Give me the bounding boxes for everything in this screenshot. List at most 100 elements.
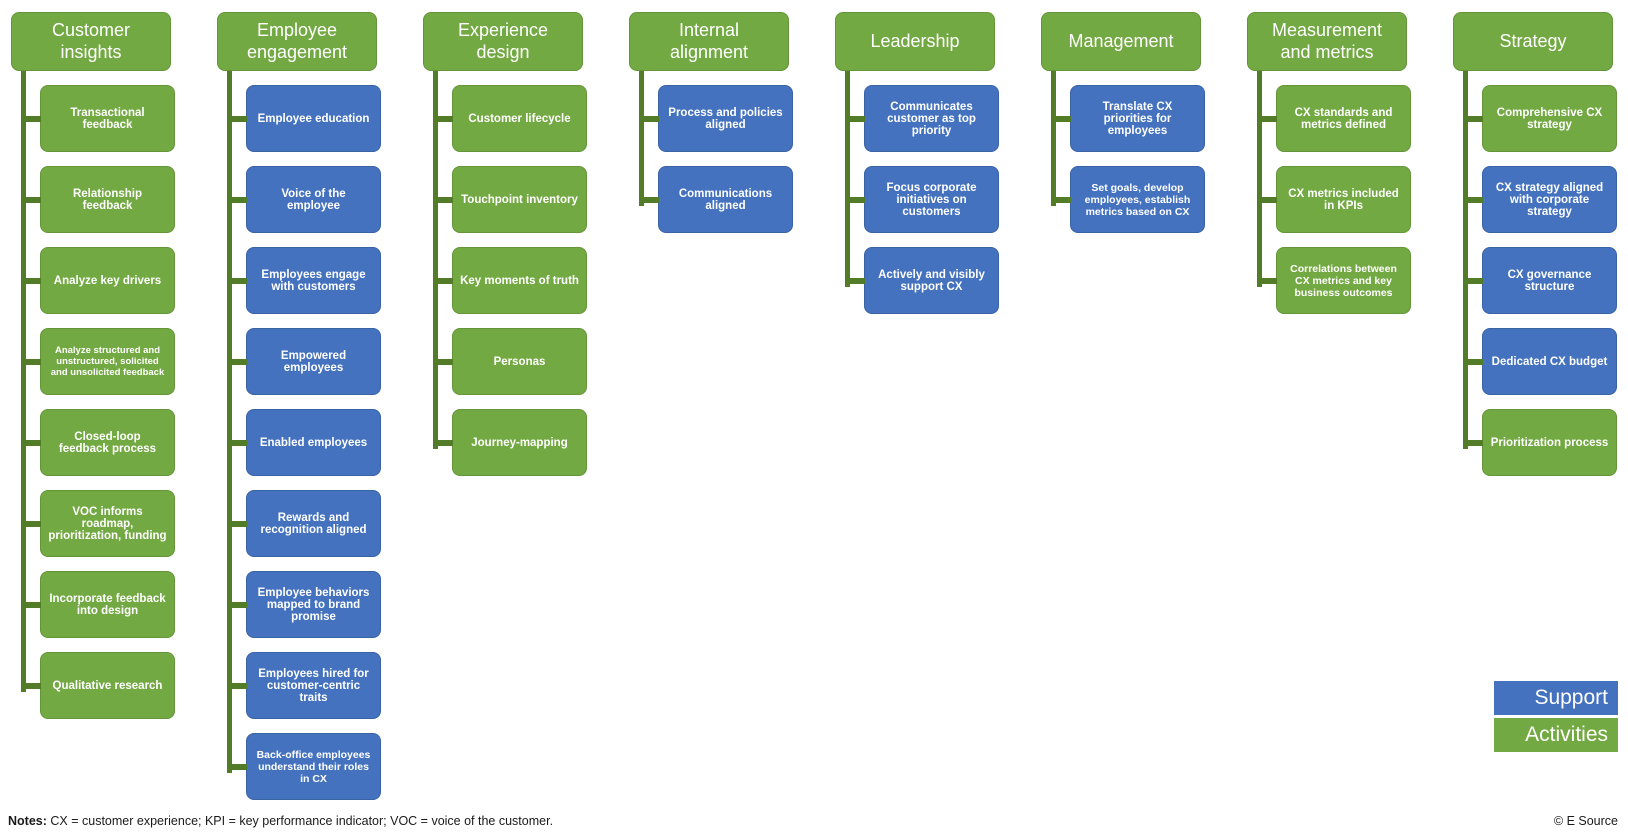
column-header: Leadership — [835, 12, 995, 71]
child-node-label: Employee behaviors mapped to brand promi… — [257, 586, 370, 623]
connector-stub — [434, 196, 453, 203]
child-node-label: Back-office employees understand their r… — [256, 748, 371, 785]
connector-stub — [228, 520, 247, 527]
column-header: Strategy — [1453, 12, 1613, 71]
legend-item-support: Support — [1494, 681, 1618, 715]
child-node-label: Transactional feedback — [70, 106, 145, 131]
child-node: Employees hired for customer-centric tra… — [228, 652, 381, 719]
child-node: Translate CX priorities for employees — [1052, 85, 1205, 152]
child-node: Communications aligned — [640, 166, 793, 233]
child-node: Analyze structured and unstructured, sol… — [22, 328, 175, 395]
child-node-label: CX metrics included in KPIs — [1288, 187, 1399, 212]
connector-stub — [228, 601, 247, 608]
child-node: Set goals, develop employees, establish … — [1052, 166, 1205, 233]
child-node-label: Key moments of truth — [460, 274, 579, 287]
child-node: Actively and visibly support CX — [846, 247, 999, 314]
connector-stub — [640, 196, 659, 203]
copyright-text: © E Source — [1553, 814, 1618, 828]
connector-stub — [1258, 277, 1277, 284]
child-node-label: Employee education — [257, 112, 370, 125]
column-header: Employee engagement — [217, 12, 377, 71]
connector-stub — [1258, 115, 1277, 122]
child-node-label: Employees hired for customer-centric tra… — [258, 667, 369, 704]
child-node: Analyze key drivers — [22, 247, 175, 314]
child-node-label: Enabled employees — [259, 436, 368, 449]
child-node: Comprehensive CX strategy — [1464, 85, 1617, 152]
connector-line — [227, 71, 232, 773]
connector-stub — [228, 358, 247, 365]
connector-stub — [22, 520, 41, 527]
child-node: CX standards and metrics defined — [1258, 85, 1411, 152]
child-node: Touchpoint inventory — [434, 166, 587, 233]
diagram-column: Strategy Comprehensive CX strategy CX st… — [1453, 12, 1617, 800]
child-node: Personas — [434, 328, 587, 395]
diagram-column: Leadership Communicates customer as top … — [835, 12, 999, 800]
connector-stub — [22, 115, 41, 122]
connector-stub — [1464, 115, 1483, 122]
connector-stub — [1464, 358, 1483, 365]
child-node-label: CX strategy aligned with corporate strat… — [1495, 181, 1604, 218]
notes-label: Notes: — [8, 814, 47, 828]
connector-stub — [22, 682, 41, 689]
child-node: Journey-mapping — [434, 409, 587, 476]
child-node: Dedicated CX budget — [1464, 328, 1617, 395]
connector-line — [21, 71, 26, 692]
child-node-label: Journey-mapping — [471, 436, 568, 449]
diagram-column: Measurement and metrics CX standards and… — [1247, 12, 1411, 800]
child-node-label: Prioritization process — [1490, 436, 1609, 449]
connector-stub — [1464, 196, 1483, 203]
diagram-column: Customer insights Transactional feedback… — [11, 12, 175, 800]
notes-text: Notes: CX = customer experience; KPI = k… — [8, 814, 553, 828]
child-node-label: CX standards and metrics defined — [1294, 106, 1393, 131]
child-node-label: CX governance structure — [1507, 268, 1592, 293]
child-node: Prioritization process — [1464, 409, 1617, 476]
connector-stub — [228, 196, 247, 203]
child-node-label: Employees engage with customers — [261, 268, 366, 293]
connector-stub — [22, 358, 41, 365]
child-node: Enabled employees — [228, 409, 381, 476]
child-node: Relationship feedback — [22, 166, 175, 233]
connector-stub — [434, 277, 453, 284]
connector-stub — [1052, 115, 1071, 122]
child-node-label: Voice of the employee — [281, 187, 346, 212]
child-node-label: Process and policies aligned — [668, 106, 783, 131]
connector-stub — [434, 115, 453, 122]
child-node-label: Analyze key drivers — [53, 274, 162, 287]
child-node-label: VOC informs roadmap, prioritization, fun… — [48, 505, 167, 542]
child-node-label: Communications aligned — [678, 187, 773, 212]
connector-stub — [1258, 196, 1277, 203]
connector-line — [1051, 71, 1056, 206]
child-node-label: Touchpoint inventory — [461, 193, 578, 206]
cx-hierarchy-diagram: Customer insights Transactional feedback… — [11, 12, 1617, 800]
connector-stub — [434, 358, 453, 365]
child-node-label: Empowered employees — [280, 349, 347, 374]
child-node: CX strategy aligned with corporate strat… — [1464, 166, 1617, 233]
child-node: Closed-loop feedback process — [22, 409, 175, 476]
child-node: Qualitative research — [22, 652, 175, 719]
connector-stub — [22, 277, 41, 284]
diagram-column: Internal alignment Process and policies … — [629, 12, 793, 800]
child-node: Employee education — [228, 85, 381, 152]
child-node-label: Incorporate feedback into design — [49, 592, 166, 617]
connector-line — [1257, 71, 1262, 287]
footer: Notes: CX = customer experience; KPI = k… — [8, 814, 1618, 828]
child-node-label: Customer lifecycle — [468, 112, 571, 125]
connector-stub — [846, 196, 865, 203]
child-node-label: Closed-loop feedback process — [58, 430, 157, 455]
child-node: Customer lifecycle — [434, 85, 587, 152]
child-node: Process and policies aligned — [640, 85, 793, 152]
child-node-label: Dedicated CX budget — [1491, 355, 1608, 368]
column-header: Internal alignment — [629, 12, 789, 71]
child-node-label: Comprehensive CX strategy — [1496, 106, 1603, 131]
connector-stub — [846, 277, 865, 284]
connector-line — [433, 71, 438, 449]
child-node-label: Set goals, develop employees, establish … — [1084, 181, 1191, 218]
notes-body: CX = customer experience; KPI = key perf… — [46, 814, 554, 828]
diagram-column: Management Translate CX priorities for e… — [1041, 12, 1205, 800]
child-node: Key moments of truth — [434, 247, 587, 314]
legend: Support Activities — [1494, 681, 1618, 752]
child-node: Empowered employees — [228, 328, 381, 395]
child-node-label: Translate CX priorities for employees — [1102, 100, 1173, 137]
child-node: Employees engage with customers — [228, 247, 381, 314]
connector-stub — [22, 439, 41, 446]
